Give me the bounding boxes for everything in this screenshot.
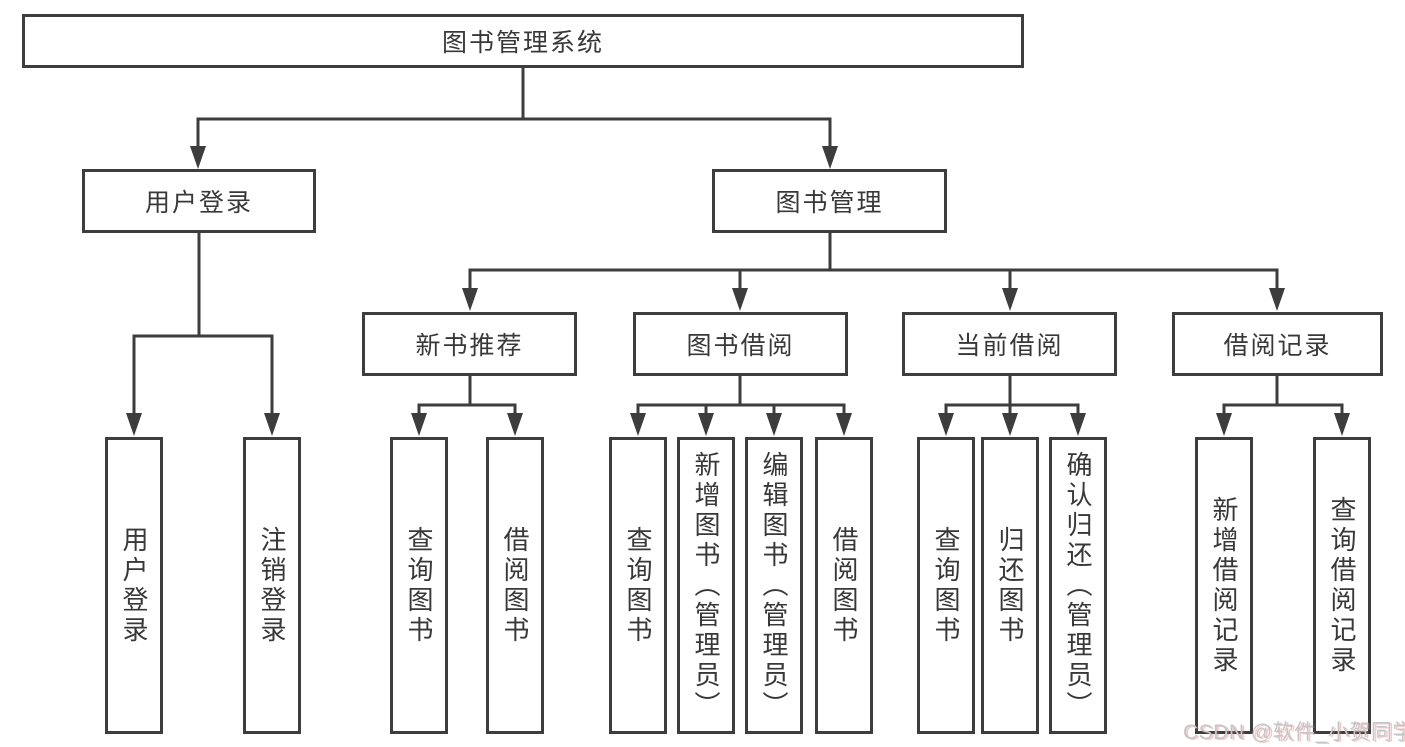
node-label: 查询图书 bbox=[931, 525, 961, 646]
node-label: 图书管理 bbox=[775, 189, 884, 217]
leaf-borrow-books-recommend: 借阅图书 bbox=[486, 437, 544, 734]
connector-borrow-records-to-leaves bbox=[1216, 376, 1350, 436]
connector-user-login-to-leaves bbox=[126, 233, 280, 436]
connector-new-book-to-leaves bbox=[411, 376, 523, 436]
leaf-add-books-admin: 新增图书（管理员） bbox=[677, 437, 735, 734]
node-current-borrowing: 当前借阅 bbox=[902, 312, 1117, 376]
leaf-query-borrow-record: 查询借阅记录 bbox=[1313, 437, 1371, 734]
arrowhead bbox=[411, 413, 427, 436]
arrowhead bbox=[126, 413, 142, 436]
leaf-confirm-return-admin: 确认归还（管理员） bbox=[1049, 437, 1107, 734]
connector-book-management-to-level3 bbox=[462, 233, 1285, 311]
connector-root-to-level2 bbox=[190, 68, 838, 169]
arrowhead bbox=[1216, 413, 1232, 436]
leaf-borrow-books: 借阅图书 bbox=[815, 437, 873, 734]
arrowhead bbox=[766, 413, 782, 436]
node-label: 新增借阅记录 bbox=[1209, 495, 1239, 676]
node-user-login: 用户登录 bbox=[82, 169, 316, 233]
arrowhead bbox=[938, 413, 954, 436]
node-library-management-system: 图书管理系统 bbox=[22, 14, 1024, 68]
csdn-watermark: CSDN @软件_小贺同学 bbox=[1183, 721, 1405, 744]
node-label: 借阅图书 bbox=[829, 525, 859, 646]
node-label: 借阅记录 bbox=[1223, 332, 1332, 360]
node-book-borrowing: 图书借阅 bbox=[633, 312, 848, 376]
arrowhead bbox=[190, 146, 206, 169]
node-label: 查询图书 bbox=[404, 525, 434, 646]
leaf-user-login: 用户登录 bbox=[105, 437, 163, 734]
leaf-edit-books-admin: 编辑图书（管理员） bbox=[745, 437, 803, 734]
node-label: 借阅图书 bbox=[500, 525, 530, 646]
arrowhead bbox=[630, 413, 646, 436]
node-label: 新增图书（管理员） bbox=[691, 450, 721, 721]
node-borrow-records: 借阅记录 bbox=[1172, 312, 1383, 376]
arrowhead bbox=[1002, 288, 1018, 311]
arrowhead bbox=[264, 413, 280, 436]
node-new-book-recommend: 新书推荐 bbox=[362, 312, 577, 376]
arrowhead bbox=[1002, 413, 1018, 436]
arrowhead bbox=[698, 413, 714, 436]
node-label: 当前借阅 bbox=[955, 332, 1064, 360]
node-label: 注销登录 bbox=[257, 525, 287, 646]
node-label: 归还图书 bbox=[995, 525, 1025, 646]
arrowhead bbox=[1070, 413, 1086, 436]
leaf-logout: 注销登录 bbox=[243, 437, 301, 734]
node-label: 用户登录 bbox=[144, 189, 253, 217]
leaf-add-borrow-record: 新增借阅记录 bbox=[1195, 437, 1253, 734]
arrowhead bbox=[1334, 413, 1350, 436]
arrowhead bbox=[1269, 288, 1285, 311]
arrowhead bbox=[836, 413, 852, 436]
connector-book-borrowing-to-leaves bbox=[630, 376, 852, 436]
arrowhead bbox=[462, 288, 478, 311]
leaf-query-books-recommend: 查询图书 bbox=[390, 437, 448, 734]
arrowhead bbox=[732, 288, 748, 311]
node-label: 图书借阅 bbox=[686, 332, 795, 360]
leaf-return-books: 归还图书 bbox=[981, 437, 1039, 734]
node-label: 查询图书 bbox=[623, 525, 653, 646]
node-label: 图书管理系统 bbox=[441, 29, 604, 57]
leaf-query-books-current: 查询图书 bbox=[917, 437, 975, 734]
node-label: 用户登录 bbox=[119, 525, 149, 646]
node-label: 确认归还（管理员） bbox=[1063, 450, 1093, 721]
node-book-management: 图书管理 bbox=[712, 169, 947, 233]
arrowhead bbox=[507, 413, 523, 436]
node-label: 查询借阅记录 bbox=[1327, 495, 1357, 676]
connector-current-borrowing-to-leaves bbox=[938, 376, 1086, 436]
arrowhead bbox=[822, 146, 838, 169]
node-label: 编辑图书（管理员） bbox=[759, 450, 789, 721]
node-label: 新书推荐 bbox=[415, 332, 524, 360]
leaf-query-books-borrowing: 查询图书 bbox=[609, 437, 667, 734]
